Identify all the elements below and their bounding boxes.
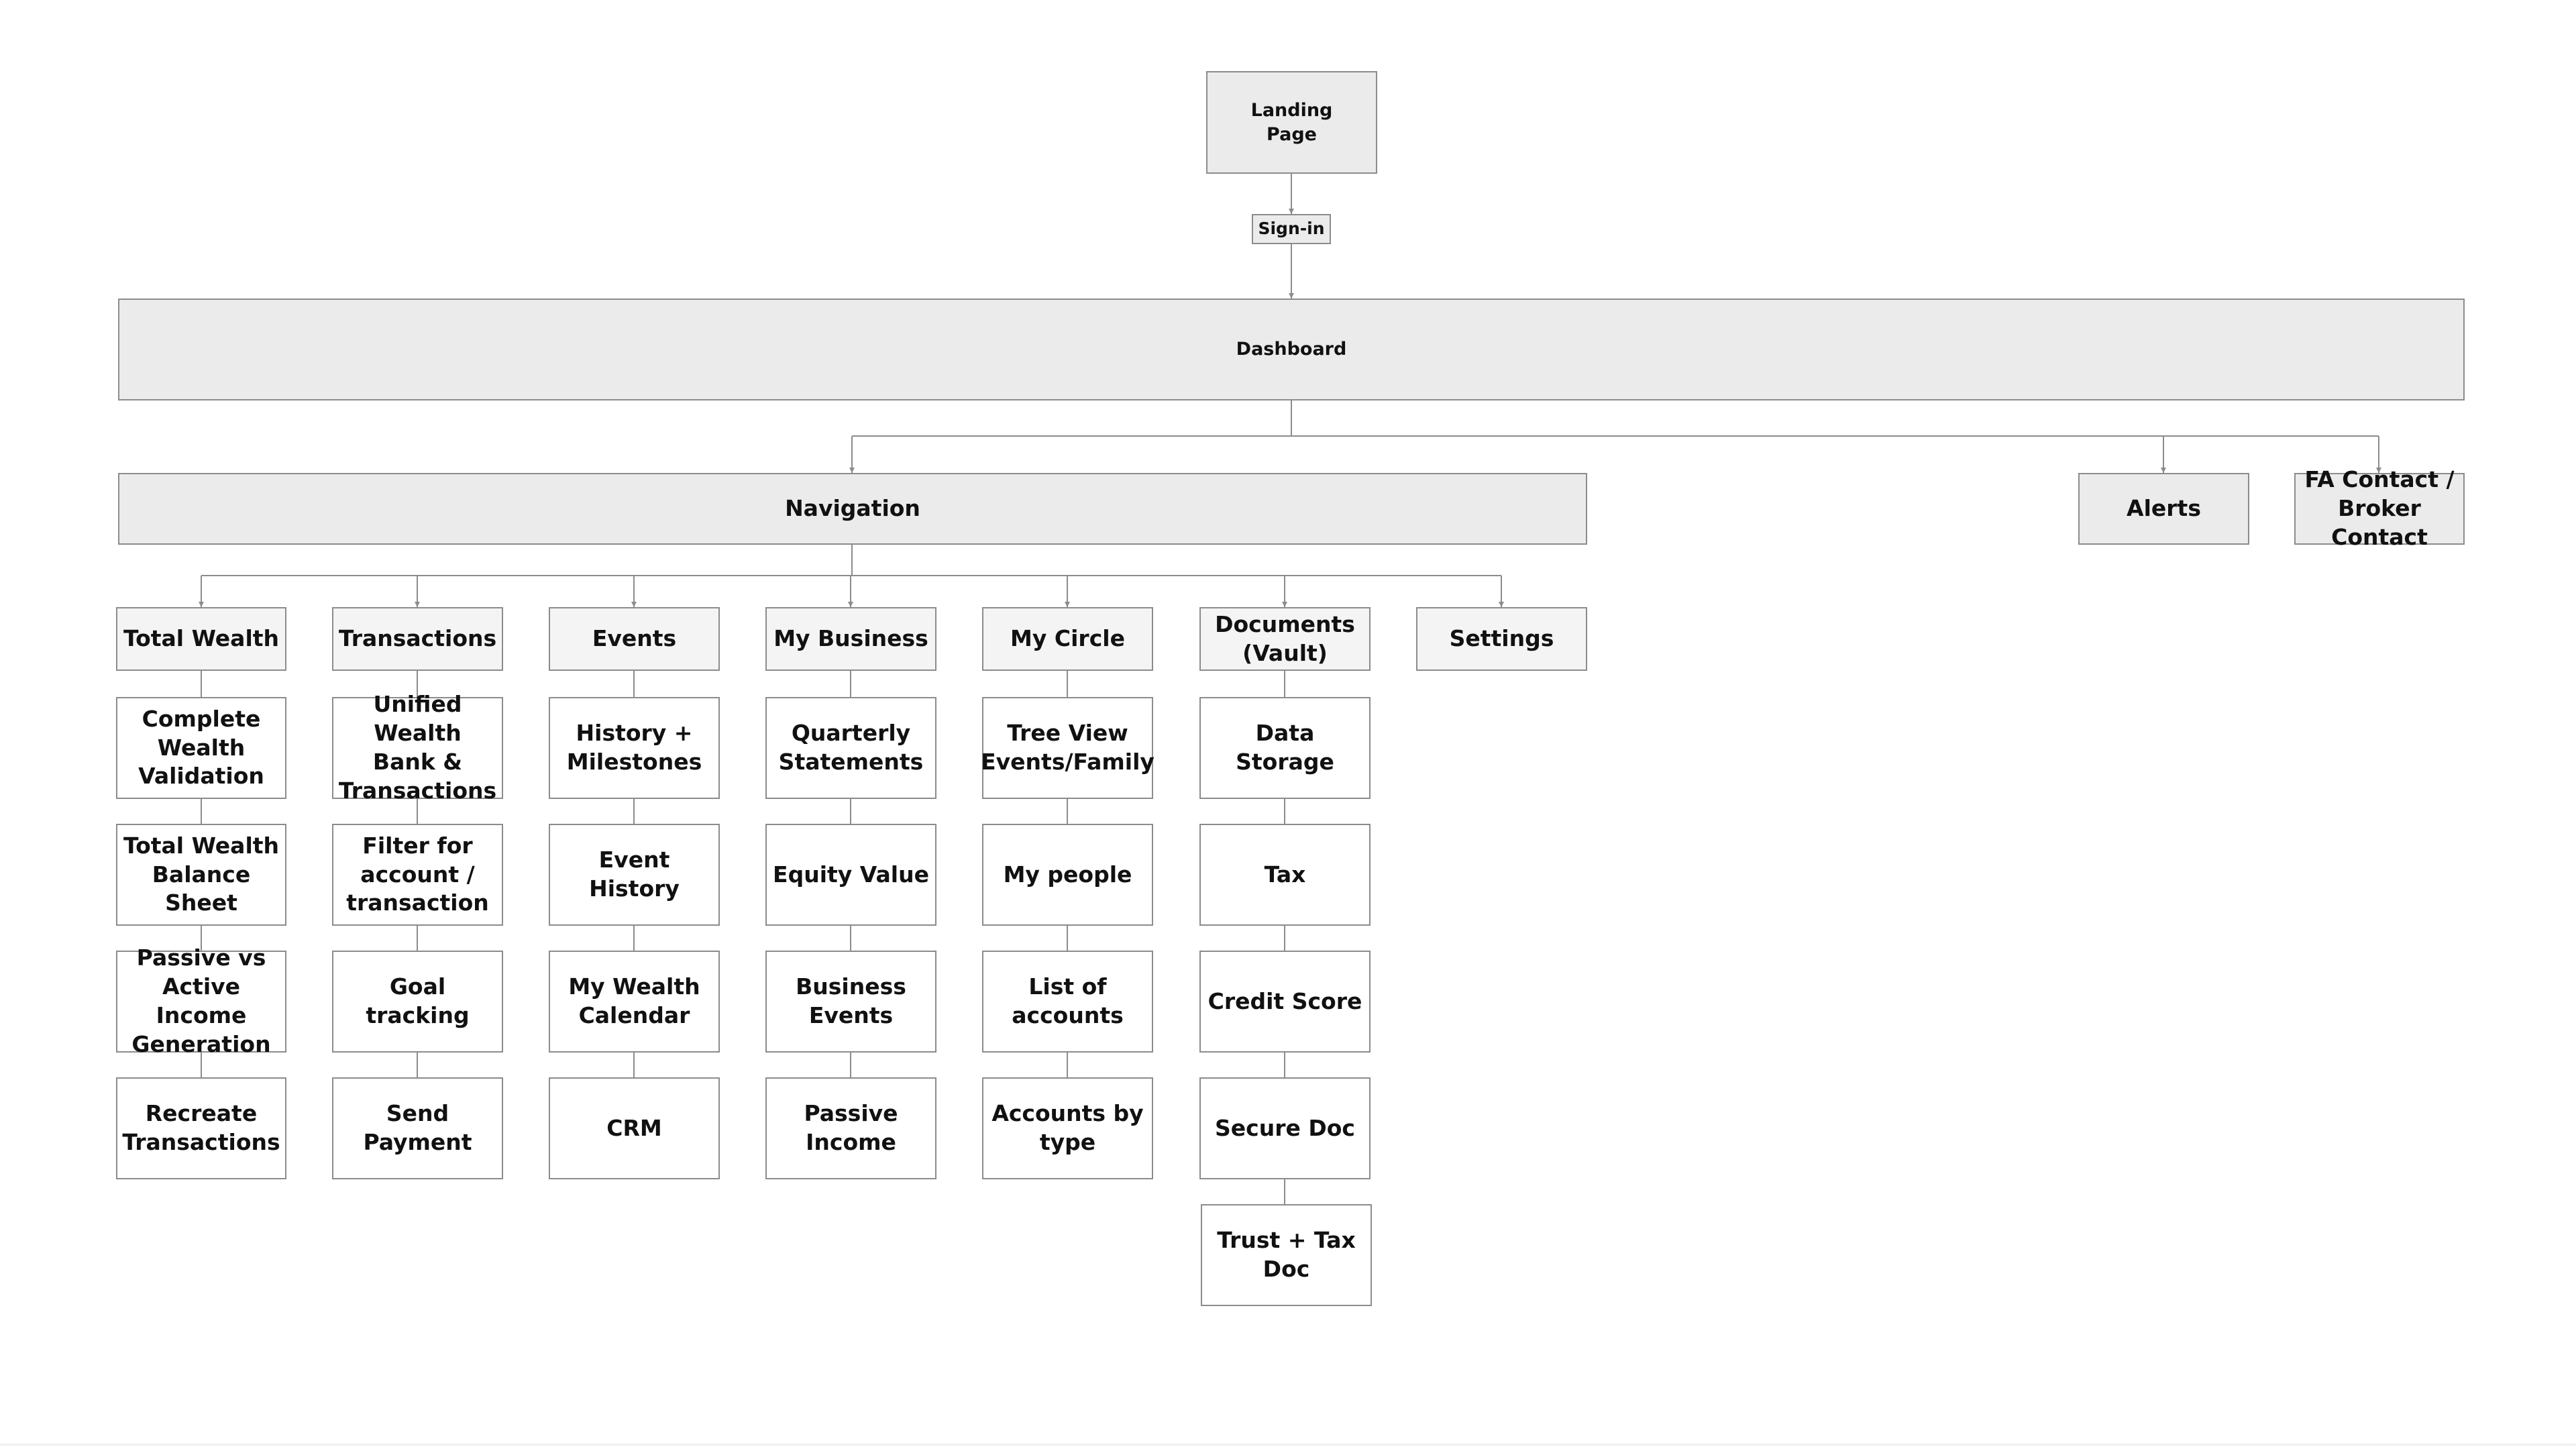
business-events-node: Business Events	[765, 951, 936, 1053]
my-people-node: My people	[982, 824, 1153, 926]
to-column-header-arrow	[1499, 602, 1504, 607]
tree-view-events-family-node: Tree View Events/Family	[981, 697, 1155, 799]
to-fa-contact-arrow	[2376, 468, 2381, 473]
my-wealth-calendar-node: My Wealth Calendar	[549, 951, 720, 1053]
passive-income-node: Passive Income	[765, 1077, 936, 1179]
to-alerts-arrow	[2161, 468, 2166, 473]
fa-broker-contact-node: FA Contact / Broker Contact	[2294, 466, 2465, 550]
send-payment-node: Send Payment	[332, 1077, 503, 1179]
to-column-header-arrow	[1282, 602, 1287, 607]
signin-to-dashboard-arrow	[1289, 293, 1294, 299]
tax-node: Tax	[1199, 824, 1371, 926]
alerts-node: Alerts	[2078, 473, 2249, 545]
trust-tax-doc-node: Trust + Tax Doc	[1201, 1204, 1372, 1306]
quarterly-statements-node: Quarterly Statements	[765, 697, 936, 799]
total-wealth-header: Total Wealth	[116, 607, 286, 671]
unified-wealth-bank-node: Unified Wealth Bank & Transactions	[332, 691, 503, 804]
to-column-header-arrow	[631, 602, 637, 607]
credit-score-node: Credit Score	[1199, 951, 1371, 1053]
events-header: Events	[549, 607, 720, 671]
complete-wealth-validation-node: Complete Wealth Validation	[116, 697, 286, 799]
recreate-transactions-node: Recreate Transactions	[116, 1077, 286, 1179]
accounts-by-type-node: Accounts by type	[982, 1077, 1153, 1179]
sign-in-node: Sign-in	[1252, 214, 1331, 244]
settings-header: Settings	[1416, 607, 1587, 671]
landing-to-signin-arrow	[1289, 209, 1294, 214]
to-column-header-arrow	[1065, 602, 1070, 607]
secure-doc-node: Secure Doc	[1199, 1077, 1371, 1179]
dashboard-node: Dashboard	[118, 299, 2465, 400]
passive-active-income-node: Passive vs Active Income Generation	[116, 945, 286, 1057]
landing-page-node: Landing Page	[1206, 71, 1377, 174]
documents-vault-header: Documents (Vault)	[1199, 607, 1371, 671]
crm-node: CRM	[549, 1077, 720, 1179]
bottom-divider	[0, 1444, 2576, 1446]
goal-tracking-node: Goal tracking	[332, 951, 503, 1053]
total-wealth-balance-sheet-node: Total Wealth Balance Sheet	[116, 824, 286, 926]
equity-value-node: Equity Value	[765, 824, 936, 926]
to-column-header-arrow	[848, 602, 853, 607]
to-column-header-arrow	[199, 602, 204, 607]
my-circle-header: My Circle	[982, 607, 1153, 671]
my-business-header: My Business	[765, 607, 936, 671]
filter-account-transaction-node: Filter for account / transaction	[332, 824, 503, 926]
to-navigation-arrow	[849, 468, 855, 473]
navigation-node: Navigation	[118, 473, 1587, 545]
data-storage-node: Data Storage	[1199, 697, 1371, 799]
history-milestones-node: History + Milestones	[549, 697, 720, 799]
transactions-header: Transactions	[332, 607, 503, 671]
list-of-accounts-node: List of accounts	[982, 951, 1153, 1053]
event-history-node: Event History	[549, 824, 720, 926]
to-column-header-arrow	[415, 602, 420, 607]
